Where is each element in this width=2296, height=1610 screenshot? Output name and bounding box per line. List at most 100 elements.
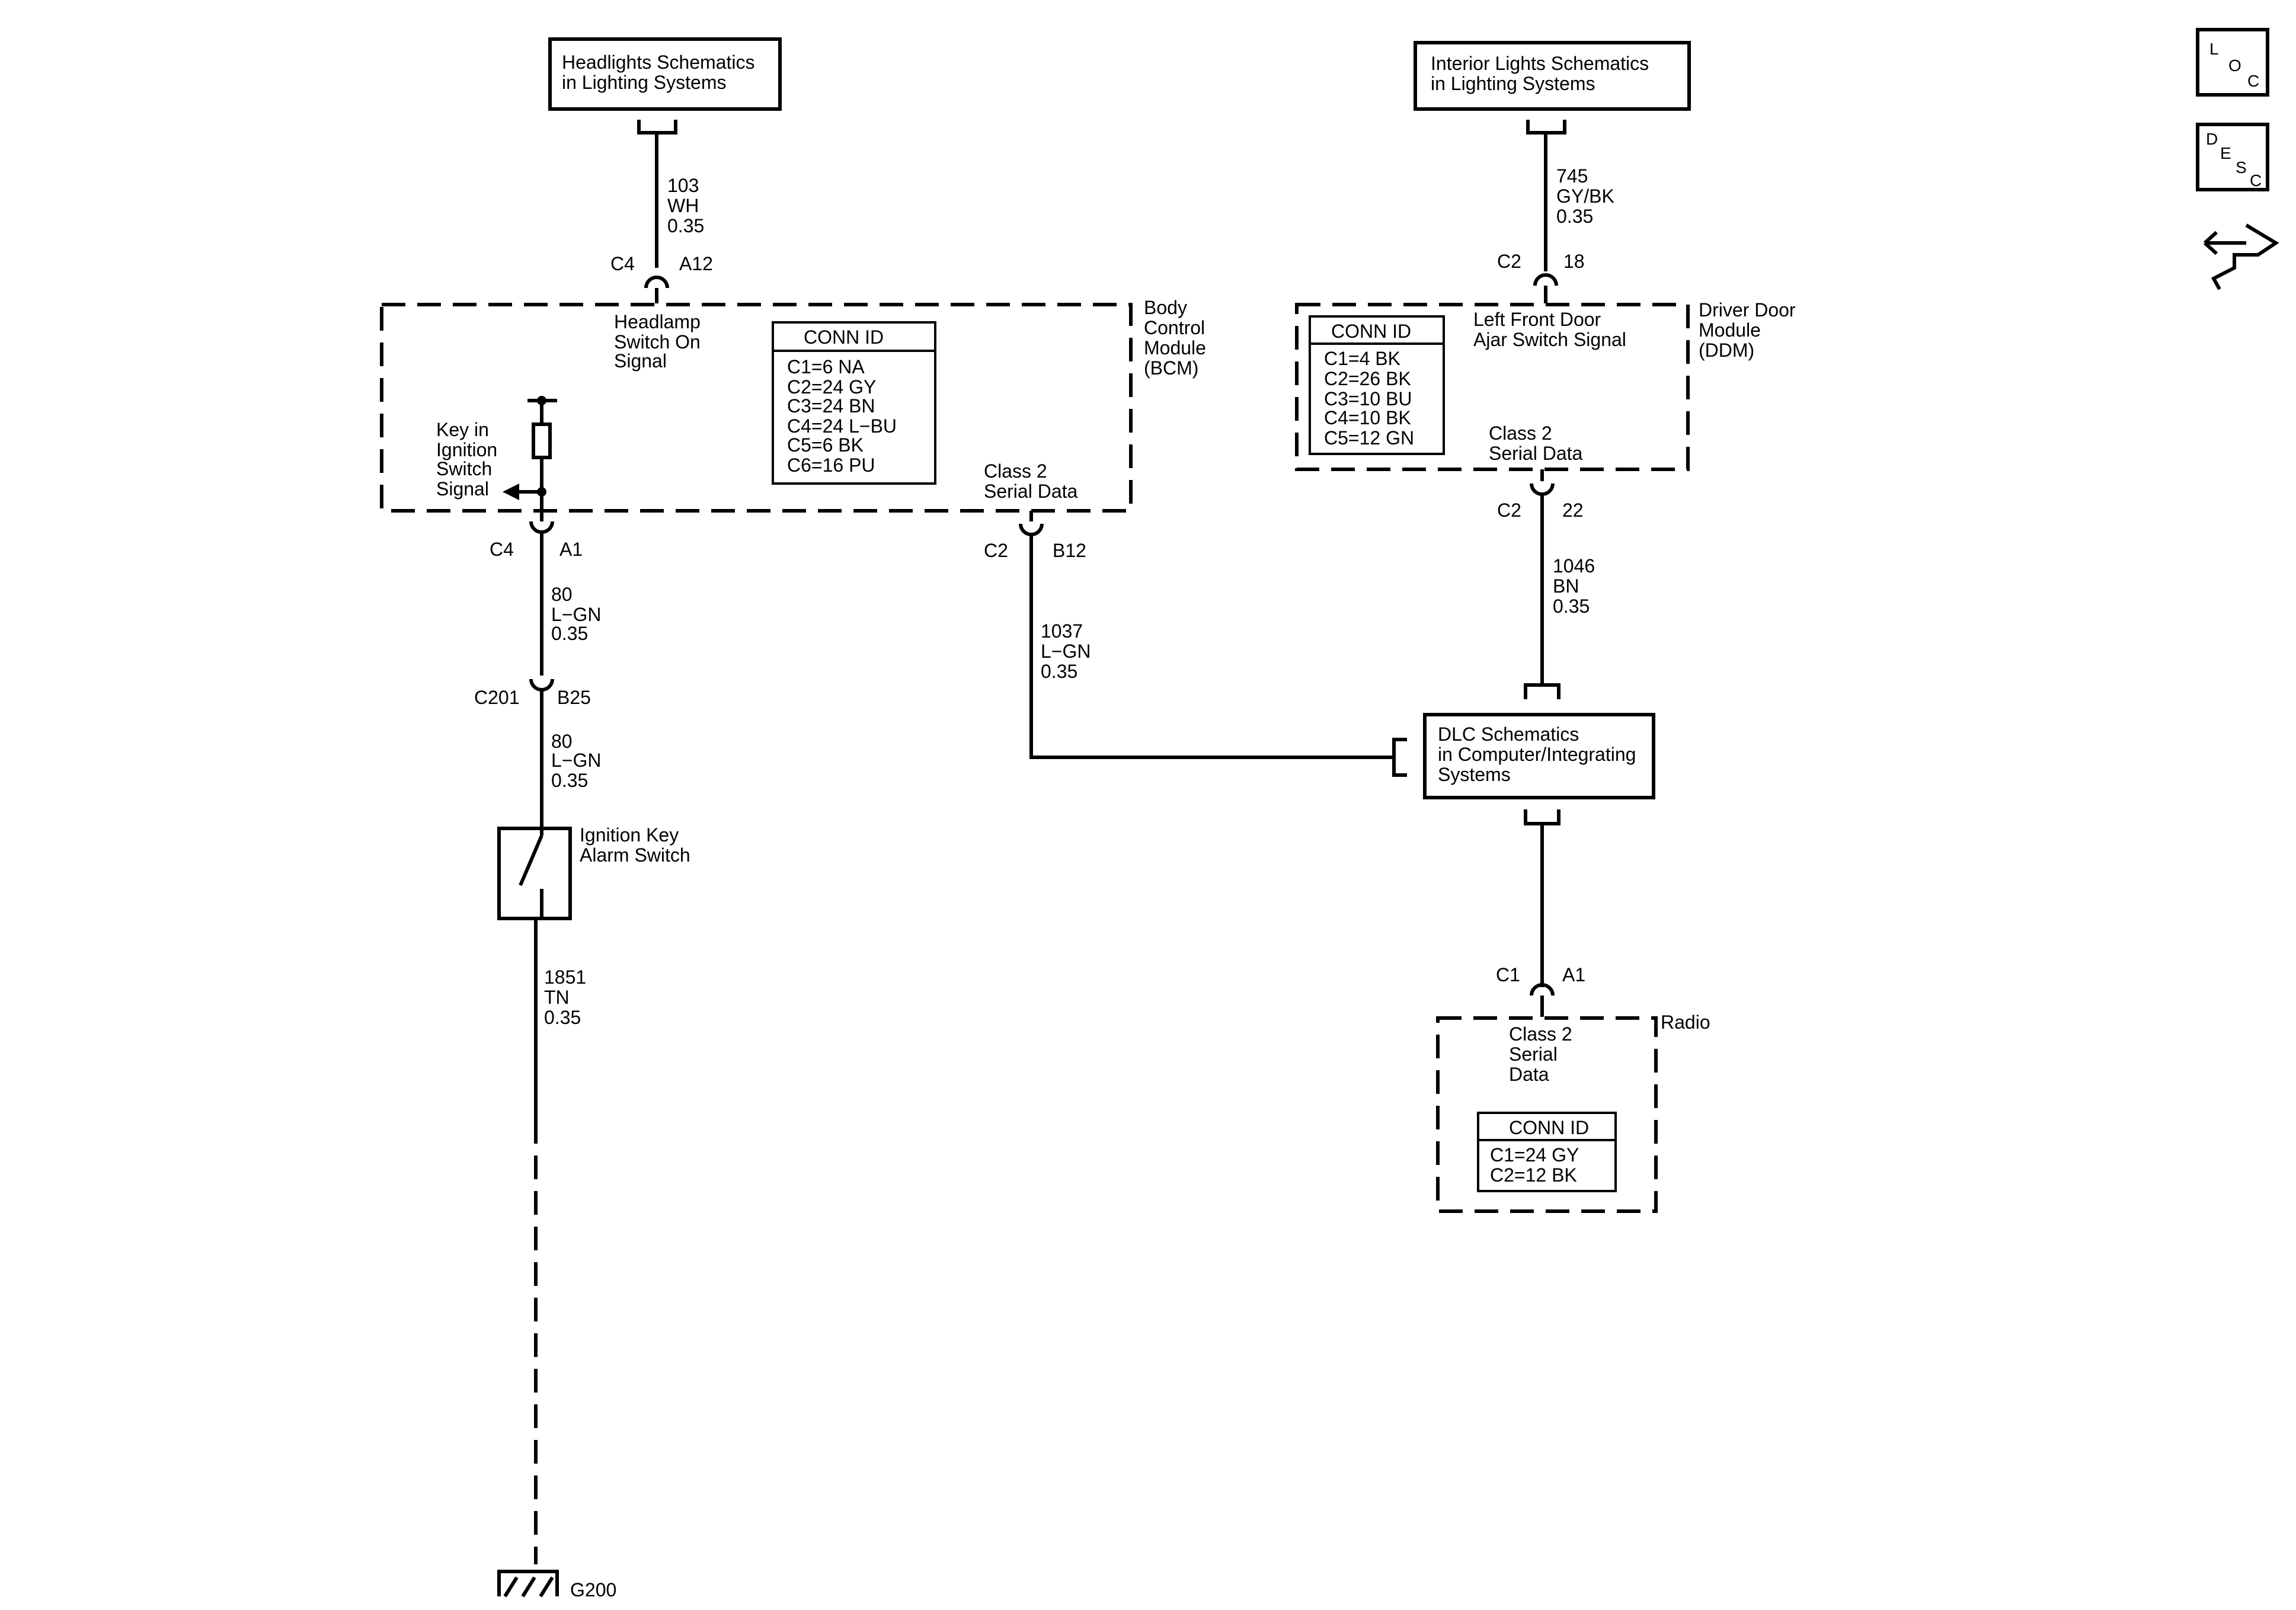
- interior-reference-line1: Interior Lights Schematics: [1431, 53, 1649, 74]
- ddm-conn-row: C4=10 BK: [1324, 407, 1411, 428]
- svg-text:(BCM): (BCM): [1144, 357, 1198, 379]
- svg-text:Driver Door: Driver Door: [1699, 299, 1796, 321]
- svg-text:L−GN: L−GN: [551, 750, 601, 771]
- ignition-key-alarm-switch-label: Ignition Key Alarm Switch: [580, 824, 690, 866]
- bcm-conn-id-title: CONN ID: [804, 327, 884, 348]
- connector-c2-18-pin: 18: [1563, 251, 1585, 272]
- svg-text:103: 103: [667, 175, 699, 196]
- svg-text:Body: Body: [1144, 297, 1187, 318]
- bcm-conn-row: C5=6 BK: [787, 434, 864, 456]
- svg-text:Module: Module: [1699, 319, 1761, 341]
- interior-lights-reference[interactable]: Interior Lights Schematics in Lighting S…: [1414, 41, 1691, 111]
- connector-c4-a12-conn: C4: [610, 253, 635, 274]
- radio-class2-label: Class 2 Serial Data: [1509, 1023, 1572, 1085]
- svg-text:Key in: Key in: [436, 419, 489, 440]
- wire-80-lower-label: 80 L−GN 0.35: [551, 731, 601, 791]
- bcm-module-outline: [380, 303, 1133, 513]
- dlc-reference[interactable]: DLC Schematics in Computer/Integrating S…: [1423, 713, 1655, 799]
- headlamp-switch-signal-label: Headlamp Switch On Signal: [614, 311, 701, 372]
- dlc-reference-line3: Systems: [1438, 764, 1511, 785]
- desc-letter-c: C: [2250, 171, 2262, 190]
- ddm-class2-label: Class 2 Serial Data: [1489, 422, 1583, 464]
- svg-text:Class 2: Class 2: [984, 460, 1047, 482]
- svg-text:Module: Module: [1144, 337, 1206, 359]
- loc-icon[interactable]: L O C: [2196, 28, 2269, 97]
- svg-text:0.35: 0.35: [667, 215, 704, 236]
- connector-c2-b12-conn: C2: [984, 540, 1008, 561]
- wire-1037-label: 1037 L−GN 0.35: [1041, 620, 1091, 682]
- dlc-top-plug: [1524, 683, 1560, 699]
- svg-text:Signal: Signal: [436, 478, 489, 500]
- svg-text:L−GN: L−GN: [551, 604, 601, 625]
- radio-conn-row: C1=24 GY: [1490, 1144, 1579, 1166]
- desc-icon[interactable]: D E S C: [2196, 123, 2269, 191]
- connector-c2-22-conn: C2: [1497, 500, 1521, 521]
- svg-text:0.35: 0.35: [551, 770, 588, 791]
- svg-text:Class 2: Class 2: [1489, 422, 1552, 444]
- svg-text:1046: 1046: [1553, 555, 1595, 577]
- headlights-reference[interactable]: Headlights Schematics in Lighting System…: [548, 37, 782, 111]
- dlc-reference-line2: in Computer/Integrating: [1438, 744, 1636, 765]
- dlc-bottom-plug: [1524, 809, 1560, 825]
- svg-text:GY/BK: GY/BK: [1556, 185, 1614, 207]
- wire-1046-label: 1046 BN 0.35: [1553, 555, 1595, 617]
- svg-text:(DDM): (DDM): [1699, 340, 1754, 361]
- svg-text:Signal: Signal: [614, 350, 667, 372]
- svg-text:Ignition Key: Ignition Key: [580, 824, 679, 846]
- ddm-conn-row: C1=4 BK: [1324, 348, 1400, 369]
- bcm-class2-label: Class 2 Serial Data: [984, 460, 1078, 502]
- svg-text:Alarm Switch: Alarm Switch: [580, 844, 690, 866]
- connector-c2-18-conn: C2: [1497, 251, 1521, 272]
- connector-c2-b12-pin: B12: [1053, 540, 1086, 561]
- svg-text:Data: Data: [1509, 1064, 1549, 1085]
- connector-c2-22-symbol: [1530, 483, 1555, 496]
- connector-c1-a1-symbol: [1530, 983, 1555, 996]
- dlc-reference-line1: DLC Schematics: [1438, 724, 1579, 745]
- loc-letter-o: O: [2228, 56, 2241, 75]
- interior-reference-line2: in Lighting Systems: [1431, 73, 1595, 94]
- svg-text:1851: 1851: [544, 966, 586, 988]
- svg-text:Ignition: Ignition: [436, 439, 497, 460]
- connector-c2-22-pin: 22: [1562, 500, 1584, 521]
- wire-103-label: 103 WH 0.35: [667, 175, 704, 236]
- bcm-conn-row: C2=24 GY: [787, 376, 876, 398]
- bcm-conn-row: C6=16 PU: [787, 454, 875, 476]
- dlc-left-plug: [1392, 738, 1407, 777]
- service-tool-icon[interactable]: [2203, 223, 2279, 290]
- svg-text:L−GN: L−GN: [1041, 641, 1091, 662]
- svg-text:0.35: 0.35: [544, 1007, 581, 1028]
- ddm-conn-row: C3=10 BU: [1324, 388, 1412, 409]
- connector-c4-a12-symbol: [644, 276, 669, 289]
- desc-letter-e: E: [2220, 144, 2231, 162]
- ddm-conn-row: C5=12 GN: [1324, 427, 1414, 449]
- connector-c4-a1-conn: C4: [490, 539, 514, 560]
- wire-80-upper-label: 80 L−GN 0.35: [551, 584, 601, 644]
- loc-letter-l: L: [2209, 40, 2219, 58]
- connector-c4-a1-pin: A1: [559, 539, 583, 560]
- ddm-conn-row: C2=26 BK: [1324, 368, 1411, 389]
- svg-text:0.35: 0.35: [1553, 596, 1590, 617]
- svg-text:BN: BN: [1553, 575, 1579, 597]
- headlights-plug: [637, 120, 677, 135]
- connector-c4-a12-pin: A12: [679, 253, 713, 274]
- svg-text:Serial Data: Serial Data: [1489, 443, 1583, 464]
- connector-c4-a1-symbol: [529, 521, 554, 534]
- connector-c1-a1-conn: C1: [1496, 964, 1520, 985]
- ddm-conn-id-table: CONN ID C1=4 BK C2=26 BK C3=10 BU C4=10 …: [1309, 315, 1445, 455]
- wire-1037: [1029, 534, 1394, 759]
- bcm-module-name: Body Control Module (BCM): [1144, 297, 1206, 379]
- svg-text:745: 745: [1556, 165, 1588, 187]
- connector-c201-symbol: [529, 678, 554, 692]
- svg-text:80: 80: [551, 584, 573, 605]
- connector-c201-conn: C201: [474, 687, 520, 708]
- ddm-module-outline: [1295, 303, 1690, 471]
- ddm-conn-id-title: CONN ID: [1331, 321, 1411, 342]
- connector-c2-b12-symbol: [1019, 523, 1044, 536]
- svg-text:WH: WH: [667, 195, 699, 216]
- key-in-ignition-label: Key in Ignition Switch Signal: [436, 419, 497, 500]
- ddm-ajar-signal-label: Left Front Door Ajar Switch Signal: [1473, 309, 1626, 350]
- desc-letter-s: S: [2236, 158, 2247, 177]
- bcm-conn-row: C4=24 L−BU: [787, 415, 897, 437]
- svg-text:Serial: Serial: [1509, 1044, 1558, 1065]
